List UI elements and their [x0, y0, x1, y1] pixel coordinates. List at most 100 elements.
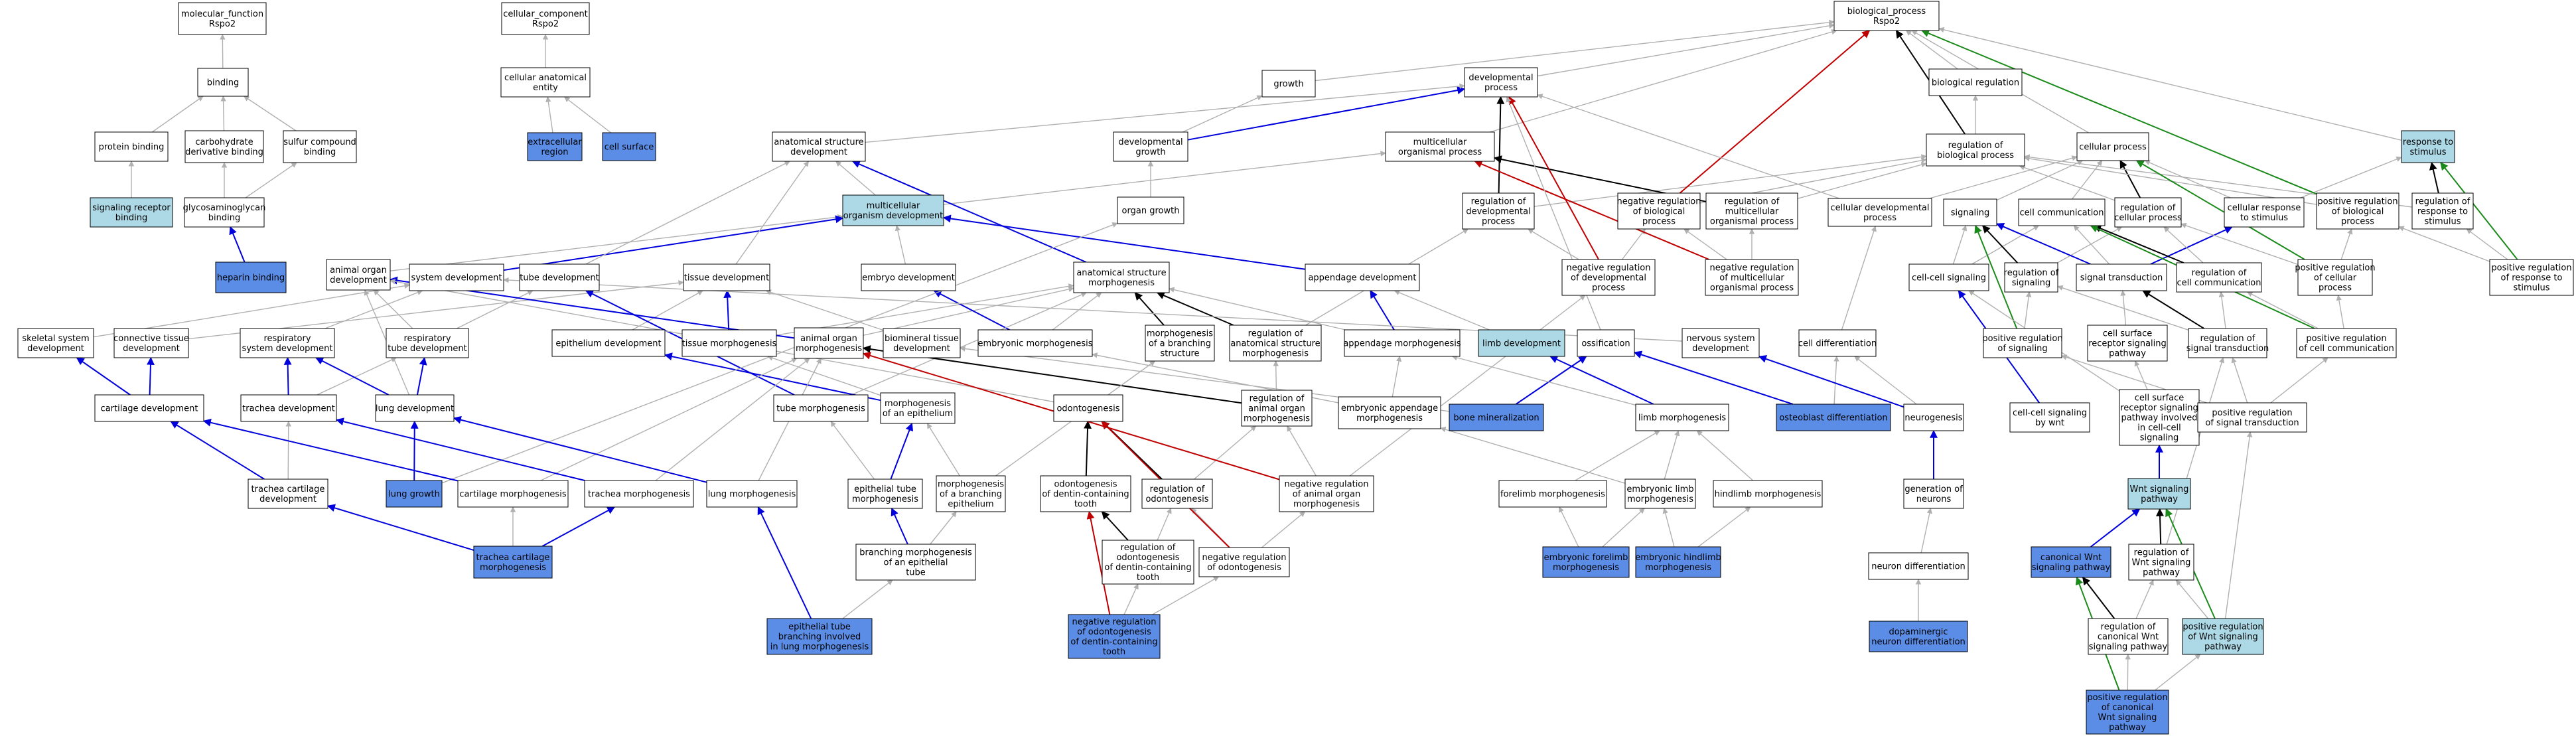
term-node-celldiff[interactable]: cell differentiation — [1798, 329, 1877, 357]
term-node-cartdev[interactable]: cartilage development — [94, 394, 204, 422]
term-node-organgrowth[interactable]: organ growth — [1117, 196, 1184, 224]
term-node-ccsig[interactable]: cell-cell signaling — [1908, 263, 1989, 291]
term-node-epidev[interactable]: epithelium development — [551, 329, 666, 357]
term-node-heparin[interactable]: heparin binding — [215, 261, 287, 293]
term-node-sysdev[interactable]: system development — [409, 263, 504, 291]
term-node-odonto[interactable]: odontogenesis — [1053, 394, 1123, 422]
term-node-osteodiff[interactable]: osteoblast differentiation — [1776, 404, 1891, 431]
term-node-bioreg[interactable]: biological regulation — [1928, 68, 2023, 96]
term-node-embdev[interactable]: embryo development — [861, 263, 956, 291]
term-node-tracheadev[interactable]: trachea development — [240, 394, 337, 422]
term-node-hindlimb[interactable]: hindlimb morphogenesis — [1713, 480, 1823, 508]
term-node-cartmorph[interactable]: cartilage morphogenesis — [457, 480, 569, 508]
term-node-ossif[interactable]: ossification — [1577, 329, 1635, 357]
term-node-lungdev[interactable]: lung development — [375, 394, 455, 422]
term-node-lunggrowth[interactable]: lung growth — [386, 480, 443, 508]
term-node-limbdev[interactable]: limb development — [1478, 329, 1565, 357]
term-node-tracheamorph[interactable]: trachea morphogenesis — [584, 480, 694, 508]
term-node-tissuedev[interactable]: tissue development — [683, 263, 770, 291]
term-node-tubemorph[interactable]: tube morphogenesis — [773, 394, 869, 422]
term-node-lungmorph[interactable]: lung morphogenesis — [706, 480, 798, 508]
term-node-cellcomm[interactable]: cell communication — [2018, 198, 2106, 226]
term-node-limbmorph[interactable]: limb morphogenesis — [1635, 404, 1729, 431]
term-node-binding[interactable]: binding — [197, 68, 249, 97]
term-node-tissmorph[interactable]: tissue morphogenesis — [681, 329, 777, 357]
term-node-forelimb[interactable]: forelimb morphogenesis — [1498, 480, 1607, 508]
term-node-cellsurf[interactable]: cell surface — [602, 132, 656, 161]
term-node-embmorph[interactable]: embryonic morphogenesis — [977, 329, 1093, 357]
term-node-appmorph[interactable]: appendage morphogenesis — [1343, 329, 1461, 357]
term-node-neurogen[interactable]: neurogenesis — [1903, 404, 1964, 431]
term-node-protbind[interactable]: protein binding — [94, 131, 169, 162]
